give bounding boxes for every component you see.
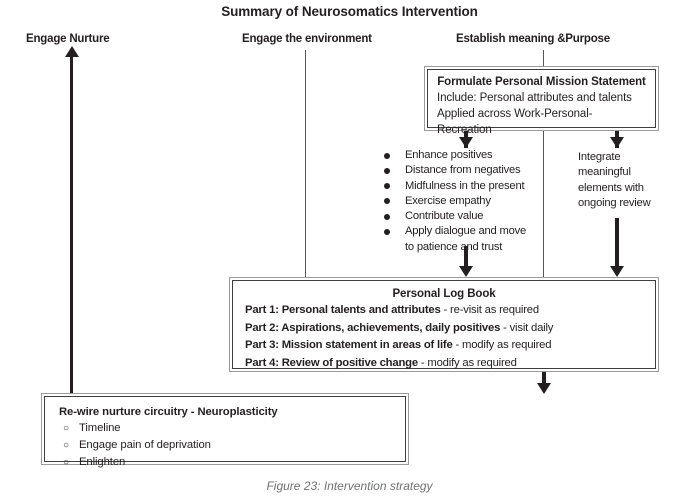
column-heading-engage-environment: Engage the environment bbox=[242, 33, 372, 45]
mission-box-title: Formulate Personal Mission Statement bbox=[437, 76, 646, 88]
list-item: Apply dialogue and move to patience and … bbox=[383, 224, 543, 255]
mission-box-line-1: Include: Personal attributes and talents bbox=[437, 92, 632, 104]
logbook-title: Personal Log Book bbox=[392, 288, 496, 300]
logbook-part-lead: Part 4: Review of positive change bbox=[245, 356, 418, 369]
logbook-part-lead: Part 3: Mission statement in areas of li… bbox=[245, 339, 453, 351]
arrow-down-to-integrate bbox=[610, 137, 624, 148]
list-item-label-continuation: to patience and trust bbox=[405, 240, 503, 253]
hollow-circle-icon: ○ bbox=[63, 440, 69, 451]
arrow-down-integrate-to-logbook bbox=[610, 266, 624, 277]
list-item: Contribute value bbox=[383, 209, 543, 224]
logbook-part-row: Part 4: Review of positive change - modi… bbox=[245, 355, 643, 373]
arrow-down-logbook-to-rewire bbox=[537, 383, 551, 394]
column-heading-engage-nurture: Engage Nurture bbox=[26, 33, 110, 45]
hollow-circle-icon: ○ bbox=[63, 423, 69, 434]
integrate-meaningful-elements-text: Integrate meaningful elements with ongoi… bbox=[578, 151, 651, 209]
list-item: ○ Engage pain of deprivation bbox=[59, 437, 391, 454]
list-item-label: Contribute value bbox=[405, 210, 484, 223]
connector-bullets-to-logbook bbox=[464, 246, 468, 266]
list-item-label: Engage pain of deprivation bbox=[79, 439, 211, 451]
list-item: Exercise empathy bbox=[383, 194, 543, 209]
list-item: Enhance positives bbox=[383, 148, 543, 163]
rewire-title: Re-wire nurture circuitry - Neuroplastic… bbox=[59, 406, 278, 418]
list-item-label: Timeline bbox=[79, 422, 121, 434]
hollow-circle-icon: ○ bbox=[63, 457, 69, 468]
positives-bullet-list: Enhance positives Distance from negative… bbox=[383, 148, 543, 255]
connector-mission-to-logbook-thin bbox=[542, 131, 544, 277]
list-item: Distance from negatives bbox=[383, 163, 543, 178]
logbook-part-lead: Part 1: Personal talents and attributes bbox=[245, 304, 441, 316]
bullet-dot-icon bbox=[384, 152, 390, 159]
rewire-nurture-circuitry-box: Re-wire nurture circuitry - Neuroplastic… bbox=[41, 393, 409, 468]
bullet-dot-icon bbox=[384, 167, 390, 174]
list-item-label: Enlighten bbox=[79, 456, 126, 468]
connector-environment-shaft bbox=[304, 50, 306, 277]
bullet-dot-icon bbox=[384, 228, 390, 235]
list-item-label: Distance from negatives bbox=[405, 164, 521, 177]
personal-log-book-box: Personal Log Book Part 1: Personal talen… bbox=[229, 277, 659, 372]
figure-title: Summary of Neurosomatics Intervention bbox=[221, 4, 478, 19]
logbook-part-lead: Part 2: Aspirations, achievements, daily… bbox=[245, 321, 501, 334]
list-item-label: Apply dialogue and move bbox=[405, 225, 527, 238]
logbook-part-tail: - visit daily bbox=[500, 321, 554, 334]
logbook-part-row: Part 3: Mission statement in areas of li… bbox=[245, 337, 643, 355]
list-item: ○ Timeline bbox=[59, 420, 391, 437]
connector-nurture-shaft bbox=[70, 57, 74, 394]
figure-caption: Figure 23: Intervention strategy bbox=[266, 479, 433, 493]
formulate-mission-statement-box: Formulate Personal Mission Statement Inc… bbox=[424, 66, 659, 136]
connector-meaning-shaft bbox=[542, 50, 544, 67]
list-item-label: Enhance positives bbox=[405, 149, 493, 161]
bullet-dot-icon bbox=[384, 213, 390, 220]
logbook-part-tail: - modify as required bbox=[452, 339, 552, 351]
arrow-down-to-bullets bbox=[459, 137, 473, 148]
bullet-dot-icon bbox=[384, 198, 390, 205]
connector-integrate-to-logbook bbox=[615, 218, 619, 266]
list-item-label: Exercise empathy bbox=[405, 194, 491, 207]
column-heading-establish-meaning: Establish meaning &Purpose bbox=[456, 33, 610, 45]
logbook-part-tail: - modify as required bbox=[417, 356, 517, 369]
arrow-up-nurture bbox=[64, 46, 79, 57]
list-item: ○ Enlighten bbox=[59, 454, 391, 471]
logbook-part-row: Part 2: Aspirations, achievements, daily… bbox=[245, 320, 643, 338]
list-item-label: Midfulness in the present bbox=[405, 179, 525, 192]
logbook-part-tail: - re-visit as required bbox=[440, 304, 540, 316]
list-item: Midfulness in the present bbox=[383, 179, 543, 194]
mission-box-line-2: Applied across Work-Personal-Recreation bbox=[437, 108, 593, 136]
bullet-dot-icon bbox=[384, 183, 390, 190]
logbook-part-row: Part 1: Personal talents and attributes … bbox=[245, 302, 643, 320]
arrow-down-bullets-to-logbook bbox=[459, 266, 473, 277]
connector-logbook-to-rewire bbox=[542, 372, 546, 390]
